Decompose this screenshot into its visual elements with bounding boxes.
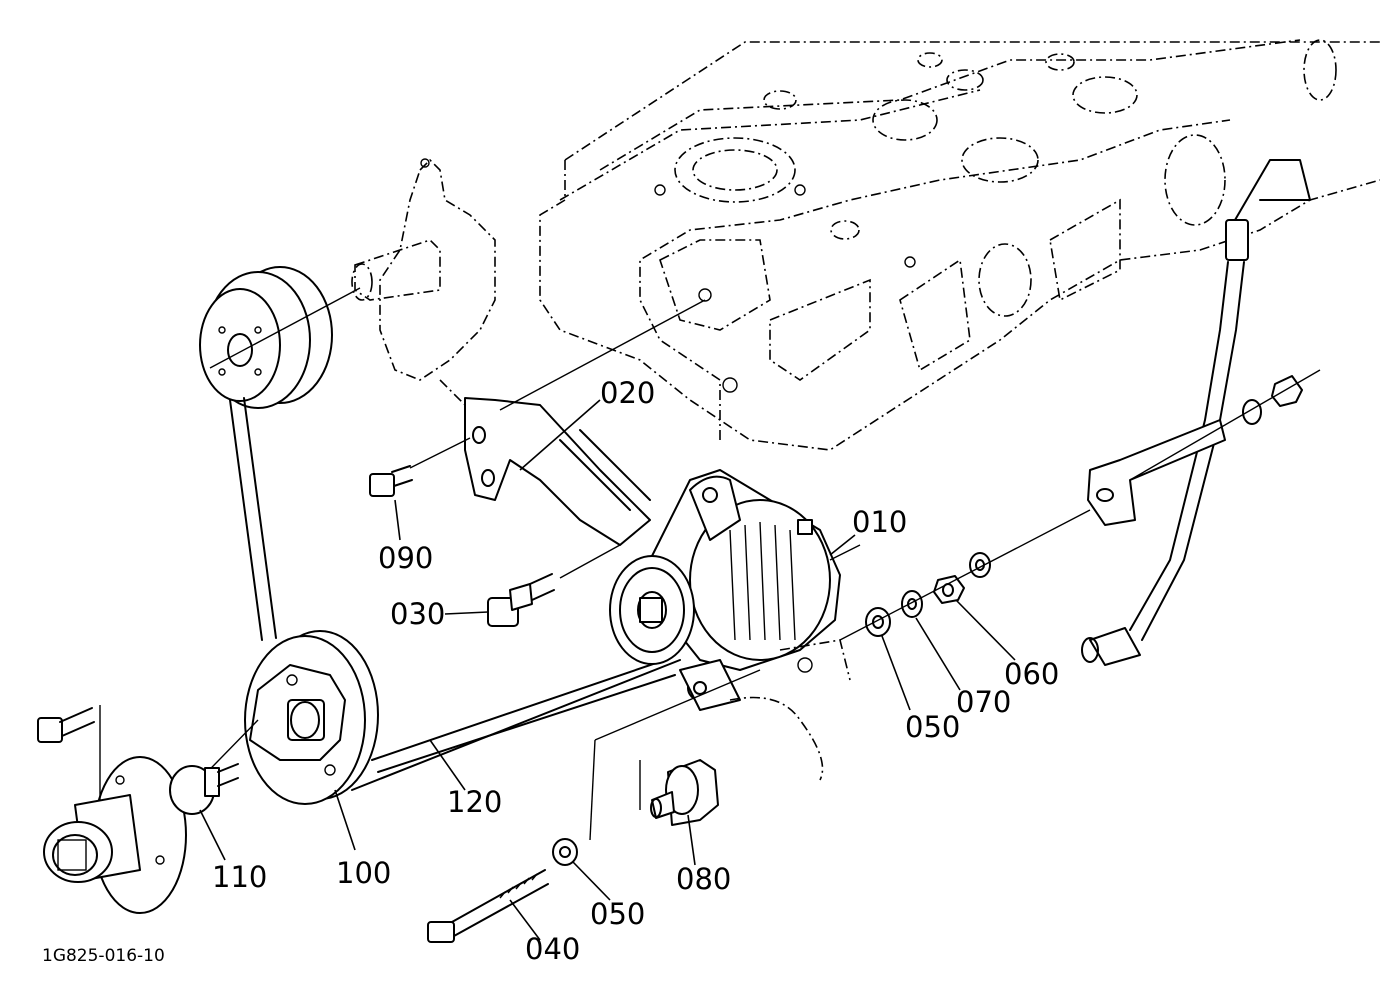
v-belt [229,397,681,791]
figure-code: 1G825-016-10 [42,946,165,966]
water-pump-phantom [351,158,496,411]
fan-pulley [199,266,361,409]
callout-010: 010 [852,505,907,539]
washer-050-upper [865,607,891,637]
callout-070: 070 [956,685,1011,719]
leader-lines [199,399,1016,941]
crankshaft-flange [43,705,259,914]
engine-block-phantom [539,39,1380,451]
long-bolt-040 [427,869,549,943]
spacer-080 [639,639,851,826]
bolt-110 [169,763,239,815]
callout-060: 060 [1004,657,1059,691]
assembly-axis [839,509,1091,641]
callout-labels: 020 010 090 030 060 070 050 120 100 110 … [42,376,1059,966]
alternator-bracket [409,299,706,546]
lock-washer-070 [901,590,923,618]
alternator [609,469,861,711]
callout-090: 090 [378,541,433,575]
callout-020: 020 [600,376,655,410]
callout-040: 040 [525,932,580,966]
oil-pipe [1081,159,1321,666]
callout-110: 110 [212,860,267,894]
callout-050-lower: 050 [590,897,645,931]
callout-080: 080 [676,862,731,896]
nut-060 [933,575,965,604]
washer-050-lower [552,669,761,866]
crankshaft-pulley [244,630,379,805]
callout-030: 030 [390,597,445,631]
bolt-090 [369,465,413,497]
callout-050-upper: 050 [905,710,960,744]
washer-060-side [969,552,991,578]
callout-100: 100 [336,856,391,890]
bolt-030 [487,544,621,627]
flange-bolt [37,707,95,743]
callout-120: 120 [447,785,502,819]
